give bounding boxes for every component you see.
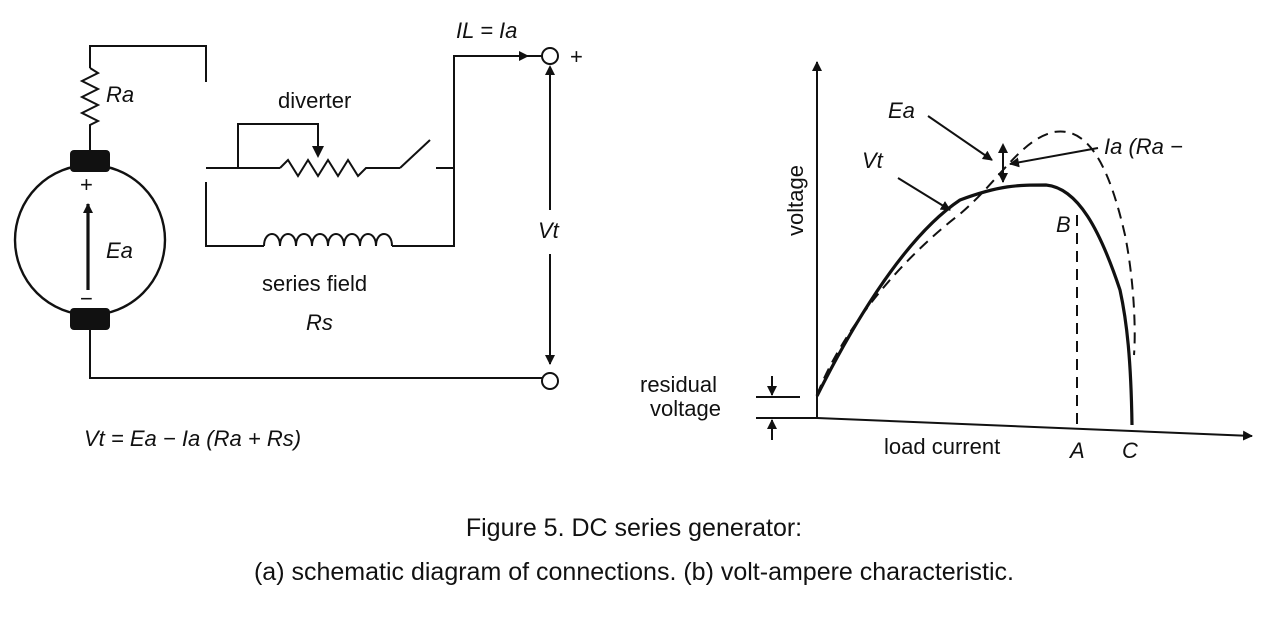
residual-label-line1: residual (640, 372, 717, 397)
volt-ampere-chart: voltage load current B A C Ea Vt Ia (Ra … (640, 61, 1253, 463)
top-wire (89, 45, 207, 82)
x-axis (816, 417, 1253, 441)
terminal-voltage-label: Vt (538, 218, 560, 243)
x-tick-c: C (1122, 438, 1138, 463)
top-brush (70, 150, 110, 172)
caption-line-2: (a) schematic diagram of connections. (b… (254, 558, 1014, 586)
ea-pointer (927, 115, 993, 161)
series-vt-label: Vt (862, 148, 884, 173)
terminal-voltage-equation: Vt = Ea − Ia (Ra + Rs) (84, 426, 301, 451)
diverter-wiper-loop (237, 123, 319, 168)
series-vt-curve (815, 183, 1134, 426)
x-axis-label: load current (884, 434, 1000, 459)
diverter-switch (399, 139, 431, 169)
residual-label-line2: voltage (650, 396, 721, 421)
diverter-wiper-arrow (312, 146, 324, 158)
positive-terminal (541, 47, 559, 65)
armature-plus-sign: + (80, 172, 93, 197)
bottom-wire (89, 330, 546, 379)
y-axis-label: voltage (783, 165, 808, 236)
load-current-label: IL = Ia (456, 18, 517, 43)
diverter-label: diverter (278, 88, 351, 113)
x-tick-a: A (1068, 438, 1085, 463)
drop-label: Ia (Ra − (1104, 134, 1183, 159)
point-b-label: B (1056, 212, 1071, 237)
series-ea-curve (816, 130, 1136, 396)
armature-minus-sign: − (80, 286, 93, 311)
schematic-diagram: Ra + − Ea diverter series field Rs IL = … (13, 18, 583, 451)
series-field-right-wire (392, 55, 546, 247)
armature-resistance-label: Ra (106, 82, 134, 107)
drop-pointer (1009, 147, 1099, 168)
emf-label: Ea (106, 238, 133, 263)
series-field-left-wire (205, 182, 264, 247)
negative-terminal (541, 372, 559, 390)
series-ea-label: Ea (888, 98, 915, 123)
vt-pointer (897, 177, 951, 211)
terminal-plus-sign: + (570, 44, 583, 69)
series-field-coil (263, 233, 393, 247)
series-field-label: series field (262, 271, 367, 296)
vt-label-bg (536, 210, 566, 254)
series-field-resistance-label: Rs (306, 310, 333, 335)
caption-line-1: Figure 5. DC series generator: (466, 514, 802, 542)
bottom-brush (70, 308, 110, 330)
diverter-rheostat (279, 158, 400, 178)
armature-resistor (79, 67, 101, 150)
